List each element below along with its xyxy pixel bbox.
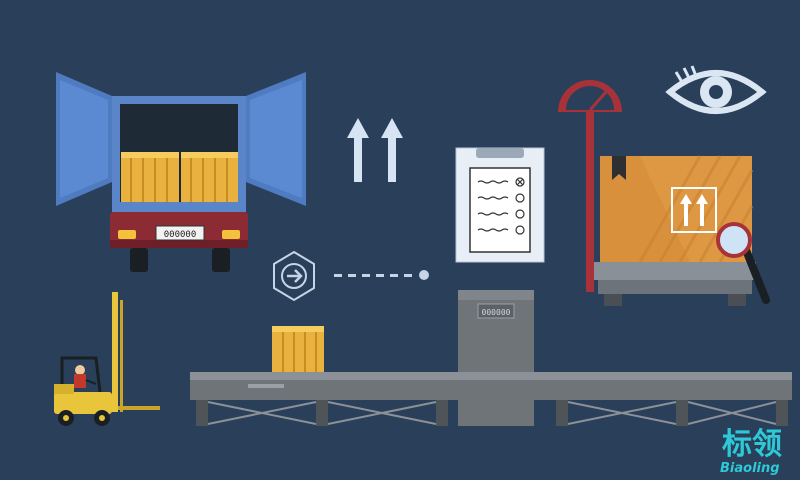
truck-license-plate: 000000 xyxy=(164,230,197,240)
weighing-scale-icon xyxy=(558,80,756,306)
crate-icon xyxy=(121,152,179,202)
conveyor-icon xyxy=(190,372,792,426)
eye-icon xyxy=(665,65,767,114)
logo-en-text: Biaoling xyxy=(720,461,780,476)
logo-cn-text: 标领 xyxy=(722,427,782,462)
watermark-logo: 标领 Biaoling xyxy=(720,427,782,476)
magnifier-icon xyxy=(716,222,770,304)
clipboard-icon xyxy=(455,147,545,263)
scanner-tunnel: 000000 xyxy=(458,290,534,426)
scanner-label-plate: 000000 xyxy=(482,308,511,317)
crate-icon xyxy=(272,326,324,372)
up-arrows-icon xyxy=(347,118,403,182)
forklift-icon xyxy=(54,292,160,426)
next-arrow-icon xyxy=(273,250,429,302)
crate-icon xyxy=(181,152,238,202)
truck-icon: 000000 xyxy=(56,72,306,272)
